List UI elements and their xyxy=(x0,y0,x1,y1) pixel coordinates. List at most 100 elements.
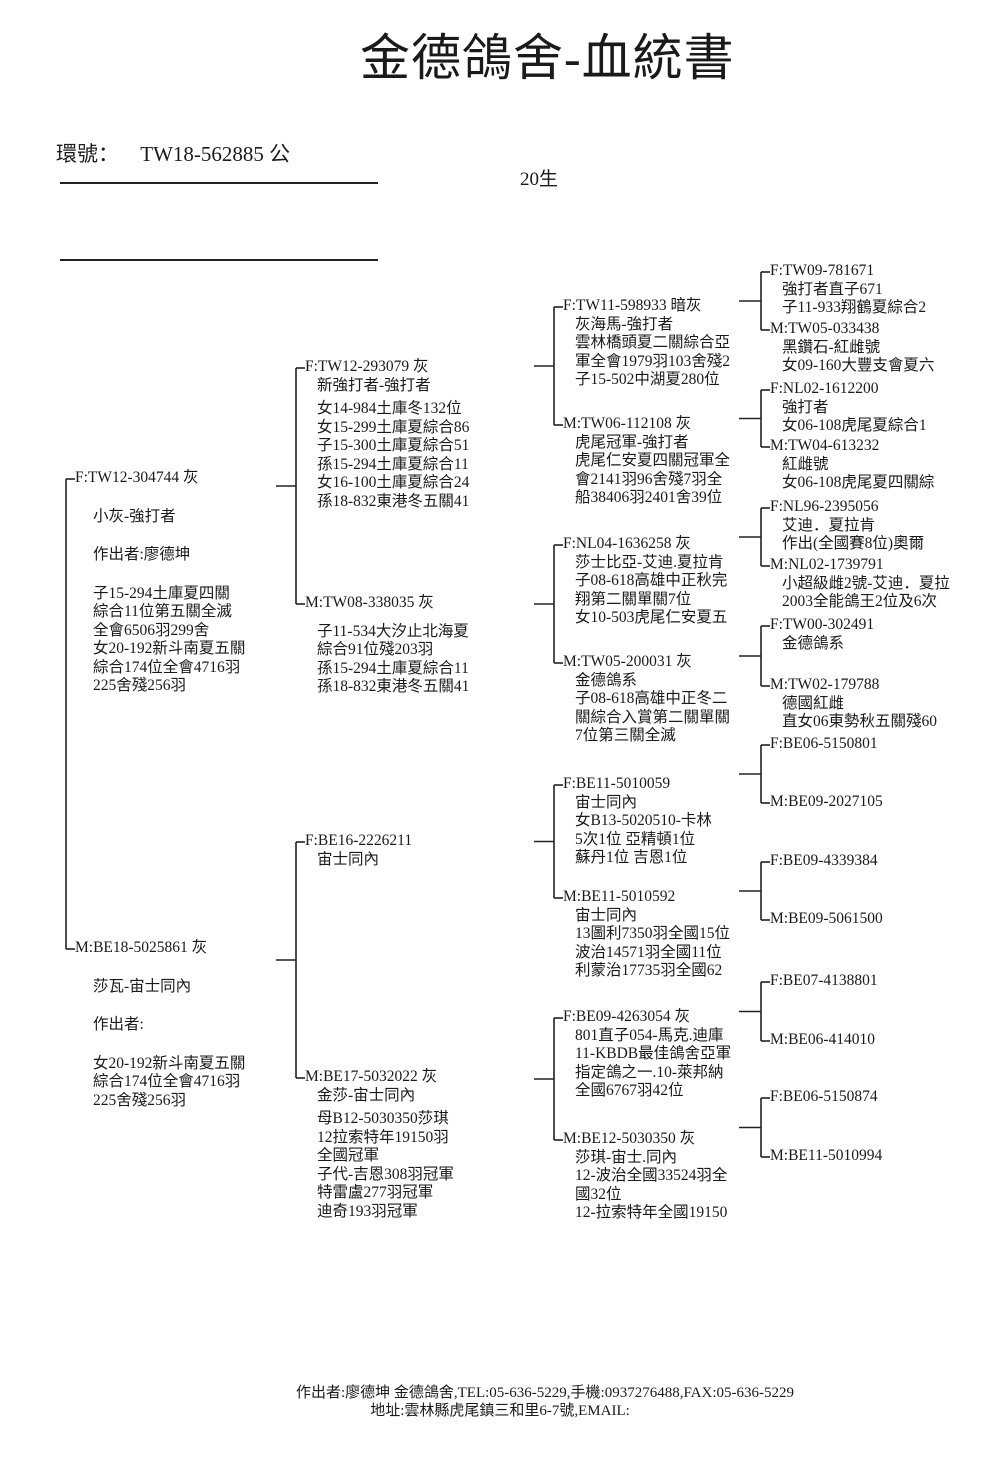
ring-id: M:BE17-5032022 灰 xyxy=(305,1068,438,1085)
pedigree-node: F:TW11-598933 暗灰灰海馬-強打者雲林橋頭夏二關綜合亞軍全會1979… xyxy=(563,297,730,390)
divider xyxy=(60,259,378,261)
spacer xyxy=(75,565,245,585)
pedigree-note: 2003全能鴿王2位及6次 xyxy=(782,593,938,610)
pedigree-note: 12拉索特年19150羽 xyxy=(317,1128,449,1146)
pedigree-node: M:BE18-5025861 灰莎瓦-宙士同內作出者:女20-192新斗南夏五關… xyxy=(75,939,245,1110)
pedigree-note: 12-拉索特年全國19150 xyxy=(575,1204,728,1221)
pedigree-note: 11-KBDB最佳鴿舍亞軍 xyxy=(575,1045,732,1062)
spacer xyxy=(75,958,245,978)
pedigree-note: 女16-100土庫夏綜合24 xyxy=(317,474,470,491)
pedigree-note: 虎尾冠軍-強打者 xyxy=(575,433,689,451)
pedigree-note: 225舍殘256羽 xyxy=(93,677,187,694)
footer: 作出者:廖德坤 金德鴿舍,TEL:05-636-5229,手機:09372764… xyxy=(0,1384,1000,1420)
pedigree-note: 女10-503虎尾仁安夏五 xyxy=(575,609,728,626)
pedigree-note: 翔第二關單關7位 xyxy=(575,590,692,608)
spacer xyxy=(75,488,245,508)
ring-id: F:TW00-302491 xyxy=(770,616,875,633)
pedigree-note: 利蒙治17735羽全國62 xyxy=(575,962,723,979)
divider xyxy=(60,182,378,184)
pedigree-note: 女06-108虎尾夏四關綜 xyxy=(782,474,935,491)
pedigree-note: 子08-618高雄中正冬二 xyxy=(575,690,728,707)
pedigree-note: 金德鴿系 xyxy=(782,634,845,652)
pedigree-note: 801直子054-馬克.迪庫 xyxy=(575,1026,724,1044)
pedigree-note: 小超級雌2號-艾迪．夏拉 xyxy=(782,574,950,592)
pedigree-note: 7位第三關全滅 xyxy=(575,727,676,744)
ring-id: F:BE09-4263054 灰 xyxy=(563,1008,691,1025)
pedigree-note: 灰海馬-強打者 xyxy=(575,315,674,333)
pedigree-node: M:BE09-2027105 xyxy=(770,793,883,812)
pedigree-note: 女06-108虎尾夏綜合1 xyxy=(782,417,927,434)
footer-address: 地址:雲林縣虎尾鎮三和里6-7號,EMAIL: xyxy=(370,1403,630,1419)
pedigree-node: F:BE07-4138801 xyxy=(770,972,878,991)
ring-id: M:BE18-5025861 灰 xyxy=(75,939,208,956)
pedigree-note: 作出(全國賽8位)奧爾 xyxy=(782,535,925,552)
pedigree-note: 綜合174位全會4716羽 xyxy=(93,658,241,676)
pedigree-note: 直女06東勢秋五關殘60 xyxy=(782,713,938,730)
ring-id: M:BE06-414010 xyxy=(770,1031,876,1048)
pedigree-note: 指定鴿之一.10-萊邦納 xyxy=(575,1063,724,1081)
pedigree-note: 會2141羽96舍殘7羽全 xyxy=(575,470,723,488)
pedigree-note: 綜合174位全會4716羽 xyxy=(93,1073,241,1090)
spacer xyxy=(305,613,469,623)
ring-id: M:TW06-112108 灰 xyxy=(563,415,692,432)
spacer xyxy=(75,996,245,1016)
document-title: 金德鴿舍-血統書 xyxy=(360,30,735,86)
pedigree-note: 國32位 xyxy=(575,1185,622,1203)
pedigree-note: 全國6767羽42位 xyxy=(575,1082,684,1099)
pedigree-note: 12-波治全國33524羽全 xyxy=(575,1167,728,1184)
ring-number: 環號： TW18-562885 公 xyxy=(56,138,290,168)
pedigree-note: 金德鴿系 xyxy=(575,671,638,689)
ring-id: F:TW09-781671 xyxy=(770,262,875,279)
ring-id: F:NL96-2395056 xyxy=(770,498,879,515)
ring-id: F:BE16-2226211 xyxy=(305,832,413,849)
ring-id: F:TW12-304744 灰 xyxy=(75,469,199,486)
pedigree-note: 莎瓦-宙士同內 xyxy=(93,977,192,995)
pedigree-node: F:TW12-304744 灰小灰-強打者作出者:廖德坤子15-294土庫夏四關… xyxy=(75,469,245,696)
pedigree-note: 子15-502中湖夏280位 xyxy=(575,371,720,388)
ring-id: M:BE09-2027105 xyxy=(770,793,883,810)
pedigree-note: 小灰-強打者 xyxy=(93,507,176,525)
ring-id: M:BE11-5010994 xyxy=(770,1147,883,1164)
ring-number-value: TW18-562885 公 xyxy=(140,142,291,166)
pedigree-note: 女20-192新斗南夏五關 xyxy=(93,640,246,657)
pedigree-note: 5次1位 亞精頓1位 xyxy=(575,830,696,848)
ring-id: F:TW11-598933 暗灰 xyxy=(563,297,702,314)
spacer xyxy=(75,526,245,546)
pedigree-note: 軍全會1979羽103舍殘2 xyxy=(575,352,731,370)
birth-year: 20生 xyxy=(520,169,559,190)
ring-id: M:BE09-5061500 xyxy=(770,910,883,927)
pedigree-note: 船38406羽2401舍39位 xyxy=(575,489,723,506)
pedigree-note: 全會6506羽299舍 xyxy=(93,621,210,639)
pedigree-node: F:TW12-293079 灰新強打者-強打者女14-984土庫冬132位女15… xyxy=(305,358,469,511)
pedigree-note: 特雷盧277羽冠軍 xyxy=(317,1184,434,1201)
pedigree-note: 迪奇193羽冠軍 xyxy=(317,1202,418,1220)
pedigree-note: 宙士同內 xyxy=(317,850,380,868)
pedigree-note: 孫18-832東港冬五關41 xyxy=(317,678,470,695)
ring-id: M:NL02-1739791 xyxy=(770,556,884,573)
ring-id: F:NL02-1612200 xyxy=(770,380,879,397)
pedigree-note: 13圖利7350羽全國15位 xyxy=(575,925,731,942)
pedigree-note: 子08-618高雄中正秋完 xyxy=(575,572,728,589)
pedigree-note: 雲林橋頭夏二關綜合亞 xyxy=(575,334,731,351)
pedigree-note: 紅雌號 xyxy=(782,455,829,473)
pedigree-note: 虎尾仁安夏四關冠軍全 xyxy=(575,452,731,469)
pedigree-note: 蘇丹1位 吉恩1位 xyxy=(575,849,688,866)
pedigree-note: 女14-984土庫冬132位 xyxy=(317,400,462,417)
pedigree-note: 強打者直子671 xyxy=(782,280,883,298)
footer-contact: 作出者:廖德坤 金德鴿舍,TEL:05-636-5229,手機:09372764… xyxy=(295,1385,795,1401)
pedigree-node: M:TW08-338035 灰子11-534大汐止北海夏綜合91位殘203羽孫1… xyxy=(305,594,469,697)
ring-id: F:BE06-5150874 xyxy=(770,1088,878,1105)
pedigree-node: M:BE09-5061500 xyxy=(770,910,883,929)
pedigree-note: 女15-299土庫夏綜合86 xyxy=(317,418,470,436)
pedigree-node: M:TW06-112108 灰虎尾冠軍-強打者虎尾仁安夏四關冠軍全會2141羽9… xyxy=(563,415,730,508)
pedigree-node: F:BE09-4339384 xyxy=(770,852,878,871)
pedigree-note: 子11-933翔鶴夏綜合2 xyxy=(782,299,927,316)
ring-id: F:BE09-4339384 xyxy=(770,852,878,869)
pedigree-note: 子代-吉恩308羽冠軍 xyxy=(317,1165,454,1183)
